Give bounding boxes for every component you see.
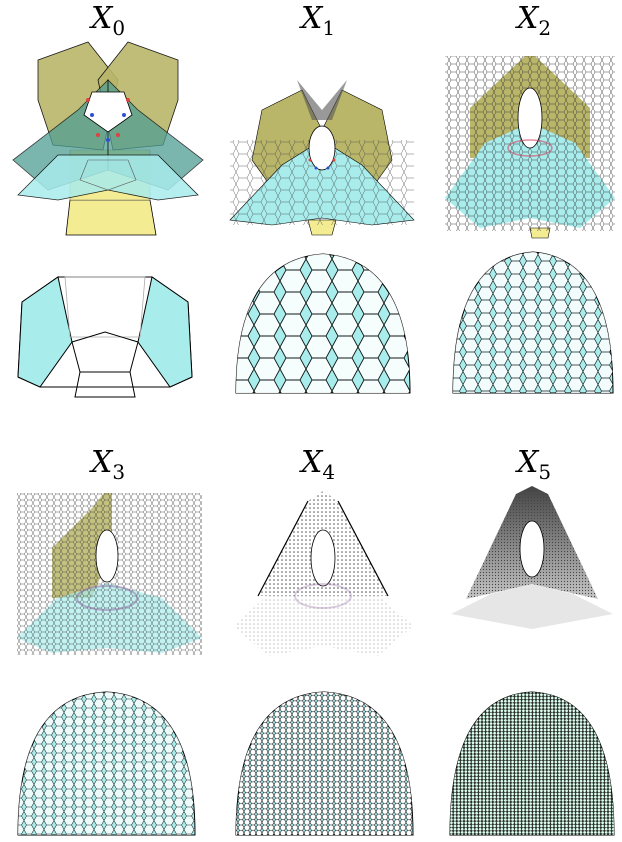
net-x3 [12,488,207,658]
dome-x3 [14,690,199,840]
dome-x0 [10,262,200,402]
label-x3: X3 [48,448,168,482]
net-x1 [222,70,422,240]
net-x4 [228,486,418,661]
label-x0: X0 [48,4,168,38]
label-x4: X4 [258,448,378,482]
net-x2 [440,48,620,243]
label-x5: X5 [474,448,594,482]
label-x2: X2 [474,4,594,38]
dome-x1 [228,248,418,403]
label-x1: X1 [258,4,378,38]
dome-x5 [446,690,618,840]
net-x5 [446,484,618,639]
dome-x4 [232,690,417,840]
net-x0 [8,40,208,245]
dome-x2 [448,248,618,398]
